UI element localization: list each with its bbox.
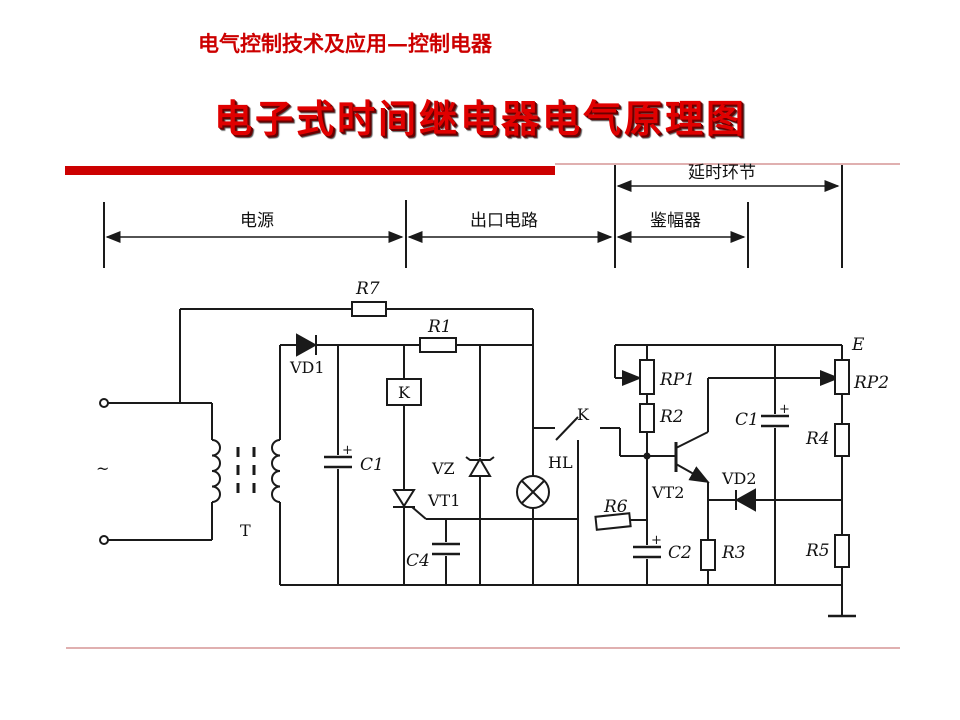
label-c1-right: C1	[735, 410, 759, 430]
course-title: 电气控制技术及应用—控制电器	[198, 31, 492, 56]
label-transformer: T	[240, 521, 251, 540]
svg-text:+: +	[342, 443, 353, 458]
svg-text:+: +	[779, 402, 790, 417]
label-r3: R3	[721, 543, 746, 563]
section-power-label: 电源	[240, 211, 274, 231]
label-c4: C4	[406, 551, 430, 571]
label-vd1: VD1	[289, 358, 325, 377]
label-c1-left: C1	[360, 455, 384, 475]
svg-text:+: +	[651, 533, 662, 548]
red-rule-bar	[65, 166, 555, 175]
slide-title: 电子式时间继电器电气原理图	[214, 96, 748, 141]
section-amplitude-label: 鉴幅器	[650, 211, 701, 231]
section-output-label: 出口电路	[470, 211, 538, 231]
label-r1: R1	[427, 317, 452, 337]
label-r5: R5	[805, 541, 830, 561]
label-e: E	[851, 335, 865, 355]
label-vz: VZ	[431, 459, 455, 478]
label-rp2: RP2	[853, 373, 889, 393]
label-k-coil: K	[398, 383, 411, 402]
label-k-contact: K	[577, 405, 590, 424]
label-rp1: RP1	[659, 370, 695, 390]
label-r4: R4	[805, 429, 830, 449]
label-ac-source: ~	[96, 459, 109, 478]
label-r2: R2	[659, 407, 684, 427]
label-vt1: VT1	[427, 491, 460, 510]
label-c2: C2	[668, 543, 692, 563]
label-hl: HL	[548, 453, 573, 472]
label-r7: R7	[355, 279, 380, 299]
label-vt2: VT2	[651, 483, 684, 502]
section-delay-label: 延时环节	[688, 163, 756, 183]
label-vd2: VD2	[721, 469, 757, 488]
label-r6: R6	[603, 497, 628, 517]
